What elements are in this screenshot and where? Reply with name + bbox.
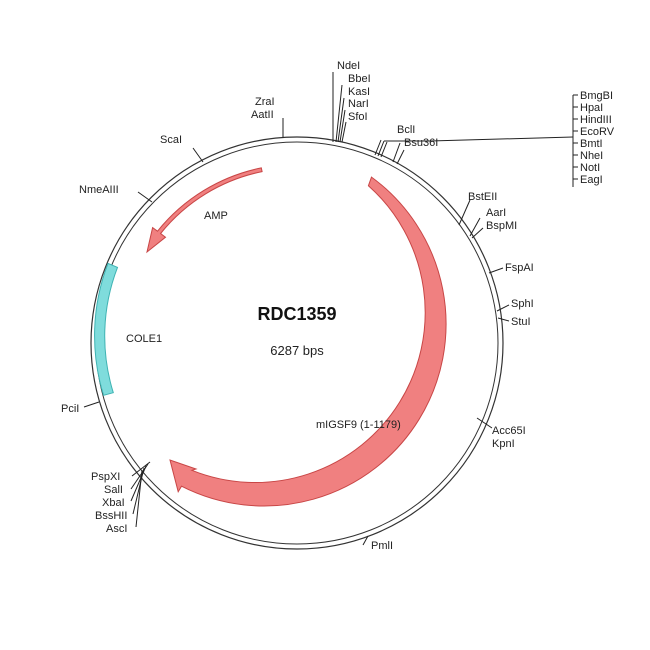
site-kpni-label: KpnI [492, 438, 515, 450]
site-group-bsteii: BstEII AarI BspMI [458, 191, 517, 239]
site-pmli-label: PmlI [371, 540, 393, 552]
site-group-scai: ScaI [160, 134, 204, 163]
site-bsshii-label: BssHII [95, 510, 127, 522]
site-group-pcii: PciI [61, 401, 100, 415]
cole1-label: COLE1 [126, 333, 162, 345]
site-sfoi-label: SfoI [348, 111, 368, 123]
site-ecorv-label: EcoRV [580, 126, 615, 138]
site-hpai-label: HpaI [580, 102, 603, 114]
migsf9-feature-arrow [169, 176, 447, 507]
site-group-acc65i: Acc65I KpnI [476, 417, 526, 450]
site-bbei-label: BbeI [348, 73, 371, 85]
site-bcli-label: BclI [397, 124, 415, 136]
site-bspmi-label: BspMI [486, 220, 517, 232]
plasmid-name: RDC1359 [257, 304, 336, 324]
site-pspxi-label: PspXI [91, 471, 120, 483]
site-scai-label: ScaI [160, 134, 182, 146]
site-sphi-label: SphI [511, 298, 534, 310]
migsf9-label: mIGSF9 (1-1179) [316, 419, 401, 431]
site-stui-label: StuI [511, 316, 531, 328]
site-group-bcli: BclI Bsu36I [374, 124, 438, 165]
site-bsu36i-label: Bsu36I [404, 137, 438, 149]
site-xbai-label: XbaI [102, 497, 125, 509]
site-group-ndei: NdeI BbeI KasI NarI SfoI [332, 60, 371, 143]
site-group-bmgbi: BmgBI HpaI HindIII EcoRV BmtI NheI NotI … [384, 90, 615, 187]
site-bmti-label: BmtI [580, 138, 603, 150]
site-kasi-label: KasI [348, 86, 370, 98]
site-group-pmli: PmlI [362, 535, 393, 552]
site-asci-label: AscI [106, 523, 127, 535]
site-group-pspxi: PspXI SalI XbaI BssHII AscI [91, 461, 151, 535]
site-aatii-label: AatII [251, 109, 274, 121]
site-pcii-label: PciI [61, 403, 79, 415]
site-bsteii-label: BstEII [468, 191, 497, 203]
site-hindiii-label: HindIII [580, 114, 612, 126]
site-nmeaiii-label: NmeAIII [79, 184, 119, 196]
plasmid-size: 6287 bps [270, 343, 324, 358]
site-noti-label: NotI [580, 162, 600, 174]
site-ndei-label: NdeI [337, 60, 360, 72]
site-zrai-label: ZraI [255, 96, 275, 108]
site-nari-label: NarI [348, 98, 369, 110]
site-group-zrai: ZraI AatII [251, 96, 284, 138]
site-group-sphi: SphI StuI [496, 298, 534, 328]
cole1-feature [94, 262, 119, 396]
amp-feature-arrow [146, 167, 263, 254]
site-acc65i-label: Acc65I [492, 425, 526, 437]
site-eagi-label: EagI [580, 174, 603, 186]
site-bmgbi-label: BmgBI [580, 90, 613, 102]
amp-label: AMP [204, 210, 228, 222]
site-nhei-label: NheI [580, 150, 603, 162]
site-sali-label: SalI [104, 484, 123, 496]
backbone-outer-ring [90, 136, 504, 550]
site-group-nmeaiii: NmeAIII [79, 184, 153, 203]
site-fspai-label: FspAI [505, 262, 534, 274]
site-group-fspai: FspAI [488, 262, 534, 274]
site-aari-label: AarI [486, 207, 506, 219]
